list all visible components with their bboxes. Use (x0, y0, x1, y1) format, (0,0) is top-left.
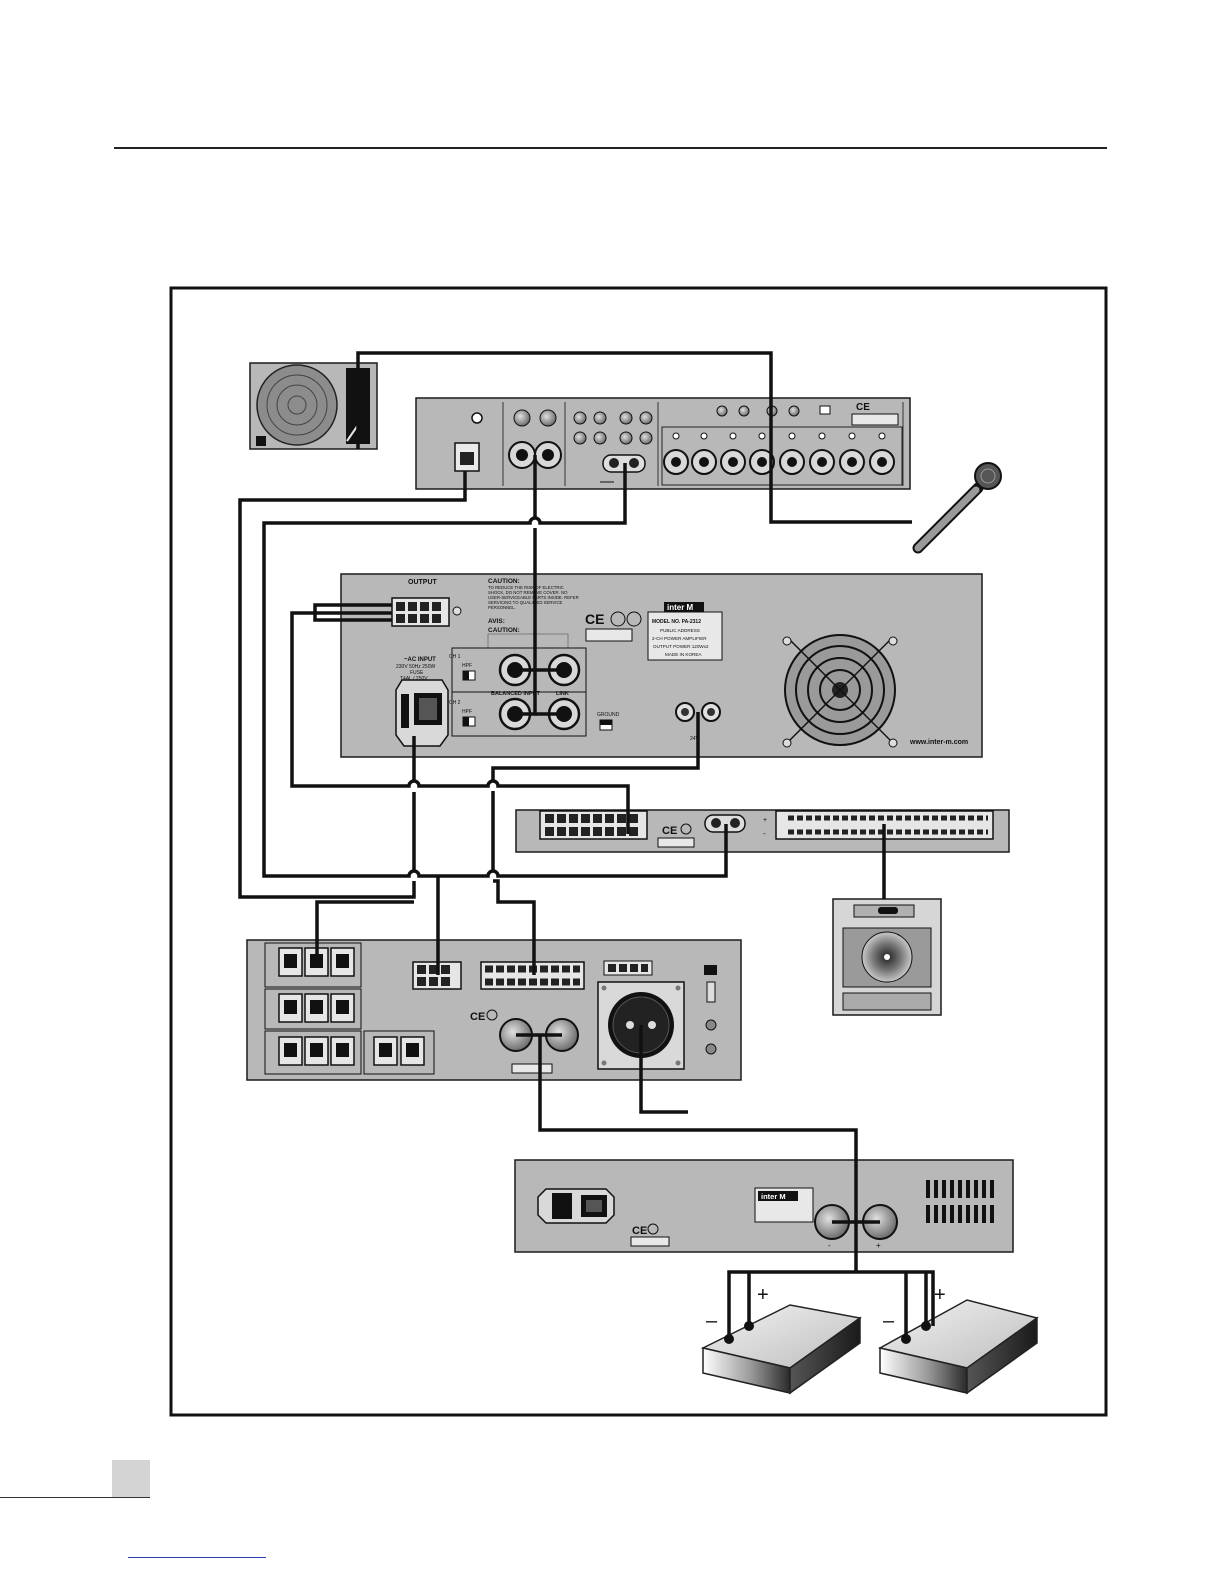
amp-hpf-label-1: HPF (462, 663, 472, 669)
diagram-frame (169, 286, 1108, 1417)
turntable (249, 362, 378, 450)
amp-website: www.inter-m.com (909, 739, 968, 746)
svg-text:CE: CE (585, 611, 604, 627)
amp-ch1-label: CH 1 (449, 654, 461, 660)
amp-model-line-2: 2-CH POWER AMPLIFIER (652, 636, 707, 641)
svg-text:CE: CE (856, 402, 870, 413)
charger-brand-logo: inter M (761, 1192, 786, 1201)
microphone (912, 462, 1002, 554)
amp-ch2-label: CH 2 (449, 700, 461, 706)
charger-plus-label: + (876, 1241, 881, 1250)
wire-main-power-lead (639, 1025, 688, 1114)
amp-output-label: OUTPUT (408, 579, 438, 586)
mixer-input-xlr-row (663, 449, 895, 475)
amp-balanced-input-label: BALANCED INPUT (491, 691, 541, 697)
amp-fuse-spec: T4AL / 250V (400, 676, 428, 682)
amp-link-label: LINK (556, 691, 569, 697)
wire-mixer-dc (262, 463, 728, 878)
wire-battery-bus (727, 1270, 935, 1339)
wire-amp-dc (491, 712, 700, 975)
charger-minus-label: - (828, 1241, 831, 1250)
amp-ac-input-label: ~AC INPUT (404, 657, 436, 663)
amp-fuse-label: FUSE (410, 670, 424, 676)
amp-cooling-fan (782, 634, 898, 748)
amp-avis-heading: AVIS: (488, 618, 505, 625)
svg-text:CE: CE (632, 1225, 647, 1237)
amp-hpf-label-2: HPF (462, 709, 472, 715)
svg-text:CE: CE (470, 1011, 485, 1023)
battery-2: – + (877, 1284, 1039, 1395)
battery-1-plus-label: + (757, 1284, 769, 1306)
horn-speaker (832, 898, 942, 1016)
battery-1: – + (700, 1284, 862, 1395)
amp-model-no: MODEL NO. PA-2312 (652, 619, 701, 625)
charger-vent-slots (926, 1180, 994, 1223)
amp-model-line-1: PUBLIC ADDRESS (660, 628, 700, 633)
footer-rule (0, 1497, 150, 1498)
wire-microphone-to-mixer (769, 404, 912, 524)
page-number-tab (112, 1460, 150, 1498)
wire-turntable-to-mixer (356, 351, 773, 449)
microphone-grille (974, 462, 1002, 490)
battery-2-plus-label: + (934, 1284, 946, 1306)
amp-ac-inlet (395, 679, 449, 747)
amp-model-line-4: MADE IN KOREA (665, 652, 702, 657)
battery-charger: CE inter M - + (514, 1159, 1014, 1253)
amp-brand-logo: inter M (667, 603, 694, 612)
wiring (238, 351, 935, 1339)
amp-dc-label: 24V (690, 736, 700, 742)
terminal-distributor-panel: CE - + (515, 809, 1010, 853)
amp-avis-caution-heading: CAUTION: (488, 627, 520, 634)
battery-2-minus-label: – (883, 1310, 895, 1332)
wire-amp-output-to-distributor (290, 603, 630, 834)
svg-text:CE: CE (662, 825, 677, 837)
turntable-platter (256, 364, 338, 446)
wire-mixer-ac (238, 471, 467, 899)
wire-pdu-outlet (315, 900, 414, 962)
distributor-minus-label: - (763, 829, 766, 838)
power-amplifier-rear: OUTPUT CAUTION: TO REDUCE THE RISK OF EL… (340, 573, 983, 758)
wire-pdu-dc-to-batteries (516, 1033, 858, 1272)
header-rule (114, 147, 1107, 149)
mixer-rear-panel: CE (415, 397, 911, 490)
power-distribution-unit: CE (246, 939, 742, 1081)
amp-model-plate: inter M MODEL NO. PA-2312 PUBLIC ADDRESS… (647, 602, 723, 661)
amp-ground-label: GROUND (597, 712, 620, 718)
amp-model-line-3: OUTPUT POWER 120Wx2 (653, 644, 709, 649)
distributor-plus-label: + (763, 817, 767, 824)
footer-link-underline[interactable] (128, 1557, 266, 1558)
battery-1-minus-label: – (706, 1310, 718, 1332)
amp-ac-input-spec: 230V 50Hz 250W (396, 664, 435, 670)
amp-caution-heading: CAUTION: (488, 578, 520, 585)
mixer-spec-plate (851, 413, 899, 426)
charger-ac-inlet (537, 1188, 615, 1224)
